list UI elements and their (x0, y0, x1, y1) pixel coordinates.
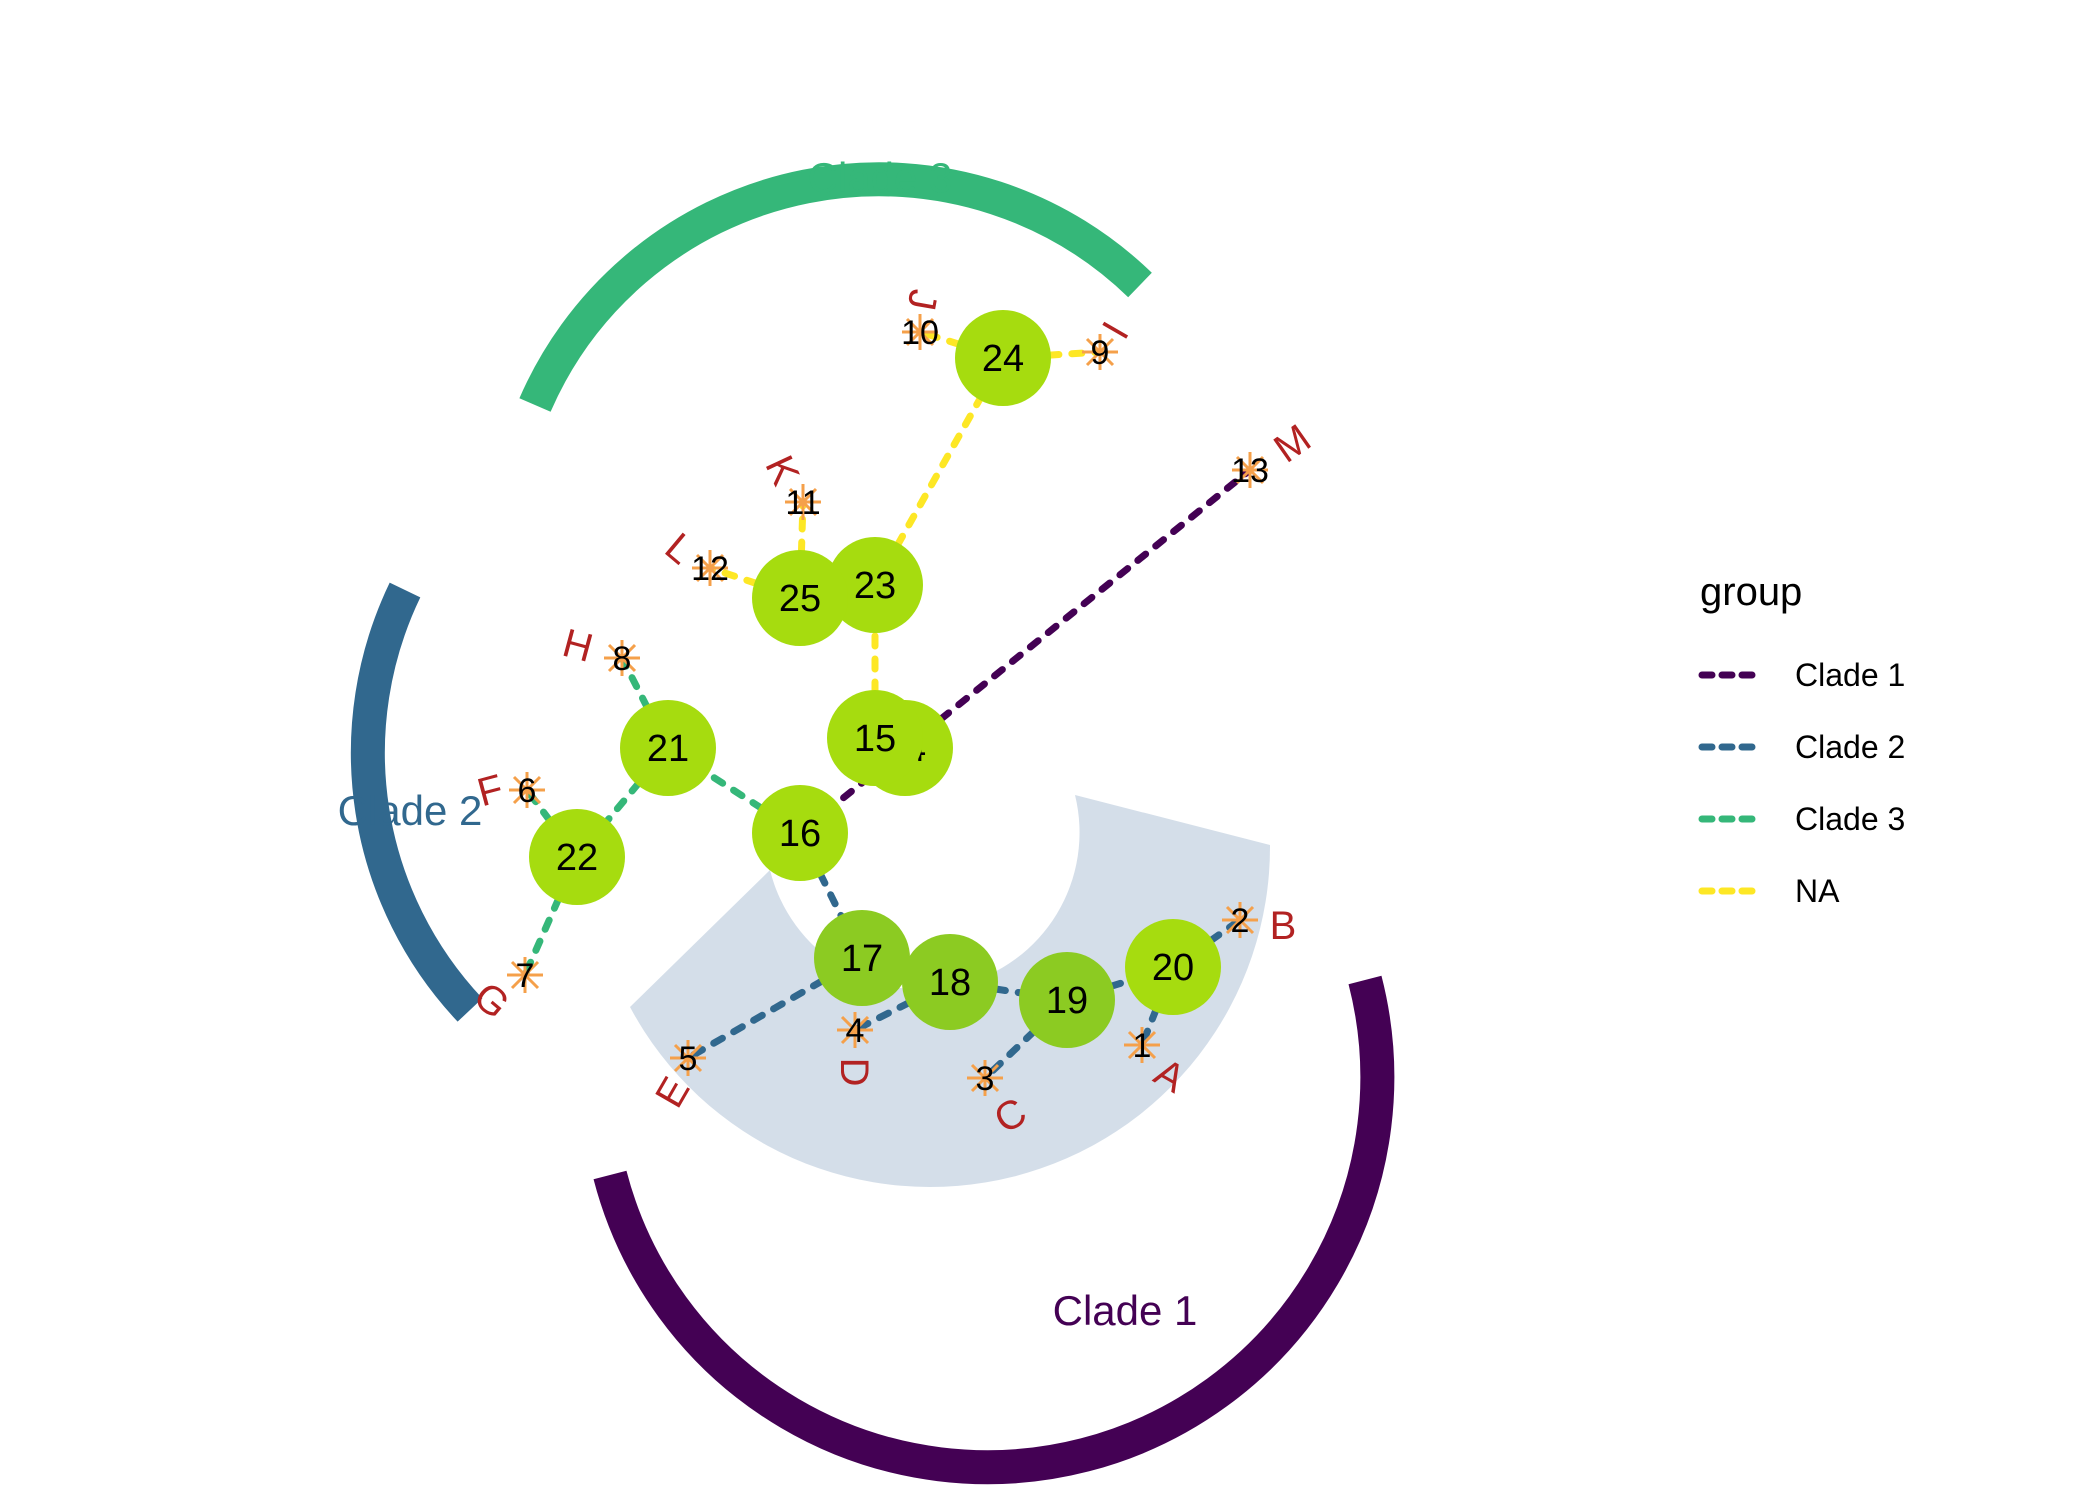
clade-2-arc (350, 582, 483, 1022)
tip-marker-3: 3 (967, 1060, 1003, 1098)
svg-text:17: 17 (841, 938, 883, 980)
svg-text:19: 19 (1046, 980, 1088, 1022)
edge-20-1 (1138, 963, 1177, 1049)
tip-markers: 1 2 3 4 5 6 7 8 9 10 11 12 13 (507, 314, 1269, 1098)
svg-text:23: 23 (854, 565, 896, 607)
svg-text:21: 21 (647, 728, 689, 770)
svg-text:11: 11 (785, 484, 820, 522)
node-16: 16 (752, 785, 848, 881)
legend-item-clade-2: Clade 2 (1698, 729, 1905, 765)
svg-text:13: 13 (1231, 452, 1269, 490)
svg-text:24: 24 (982, 338, 1024, 380)
legend-item-clade-3: Clade 3 (1698, 801, 1905, 837)
node-18: 18 (902, 934, 998, 1030)
svg-text:22: 22 (556, 837, 598, 879)
svg-text:7: 7 (516, 957, 535, 995)
node-24: 24 (955, 310, 1051, 406)
legend: group Clade 1 Clade 2 Clade 3 NA (1698, 570, 1905, 909)
svg-text:5: 5 (679, 1040, 698, 1078)
clade-3-arc (519, 162, 1152, 412)
legend-item-na: NA (1698, 873, 1840, 909)
svg-text:Clade 1: Clade 1 (1795, 657, 1905, 693)
edge-22-6 (523, 786, 581, 861)
edge-14-13 (901, 466, 1254, 752)
tip-marker-13: 13 (1231, 452, 1269, 490)
edge-18-4 (851, 978, 954, 1034)
svg-text:Clade 2: Clade 2 (1795, 729, 1905, 765)
clade-3-label: Clade 3 (808, 154, 953, 201)
tip-marker-5: 5 (670, 1040, 706, 1078)
svg-text:NA: NA (1795, 873, 1840, 909)
edge-19-3 (981, 996, 1071, 1082)
tip-marker-2: 2 (1222, 902, 1258, 940)
legend-title: group (1700, 570, 1802, 614)
svg-text:3: 3 (976, 1060, 995, 1098)
node-25: 25 (752, 550, 848, 646)
clade-1-arc (593, 975, 1395, 1485)
tip-marker-12: 12 (691, 550, 729, 588)
svg-text:18: 18 (929, 962, 971, 1004)
svg-text:6: 6 (518, 772, 537, 810)
tip-letter-J: J (899, 286, 946, 313)
tip-letter-B: B (1270, 904, 1297, 948)
internal-nodes: 14 15 16 17 18 19 20 21 22 23 24 25 (529, 310, 1221, 1048)
svg-text:10: 10 (901, 314, 939, 352)
clade-1-label: Clade 1 (1053, 1287, 1198, 1334)
tip-marker-6: 6 (509, 772, 545, 810)
node-21: 21 (620, 700, 716, 796)
node-19: 19 (1019, 952, 1115, 1048)
node-15: 15 (827, 690, 923, 786)
legend-item-clade-1: Clade 1 (1698, 657, 1905, 693)
svg-text:20: 20 (1152, 947, 1194, 989)
tip-marker-8: 8 (604, 640, 640, 678)
tip-letter-M: M (1266, 416, 1319, 471)
edge-20-2 (1169, 916, 1244, 971)
svg-text:9: 9 (1091, 334, 1110, 372)
node-17: 17 (814, 910, 910, 1006)
svg-text:4: 4 (846, 1012, 865, 1050)
svg-text:25: 25 (779, 578, 821, 620)
node-22: 22 (529, 809, 625, 905)
svg-text:1: 1 (1133, 1027, 1152, 1065)
edge-21-8 (618, 654, 672, 752)
svg-text:15: 15 (854, 718, 896, 760)
svg-text:2: 2 (1231, 902, 1250, 940)
tip-marker-11: 11 (785, 484, 821, 522)
tip-letter-H: H (558, 621, 597, 671)
clade-2-label: Clade 2 (338, 787, 483, 834)
node-23: 23 (827, 537, 923, 633)
svg-text:16: 16 (779, 813, 821, 855)
svg-text:8: 8 (613, 640, 632, 678)
tip-letter-D: D (832, 1058, 876, 1087)
svg-text:12: 12 (691, 550, 729, 588)
tip-marker-10: 10 (901, 314, 939, 352)
svg-text:Clade 3: Clade 3 (1795, 801, 1905, 837)
tip-marker-9: 9 (1082, 334, 1118, 372)
tip-marker-4: 4 (837, 1012, 873, 1050)
node-20: 20 (1125, 919, 1221, 1015)
tip-marker-1: 1 (1124, 1027, 1160, 1065)
tip-letter-G: G (465, 974, 517, 1028)
tip-marker-7: 7 (507, 957, 543, 995)
